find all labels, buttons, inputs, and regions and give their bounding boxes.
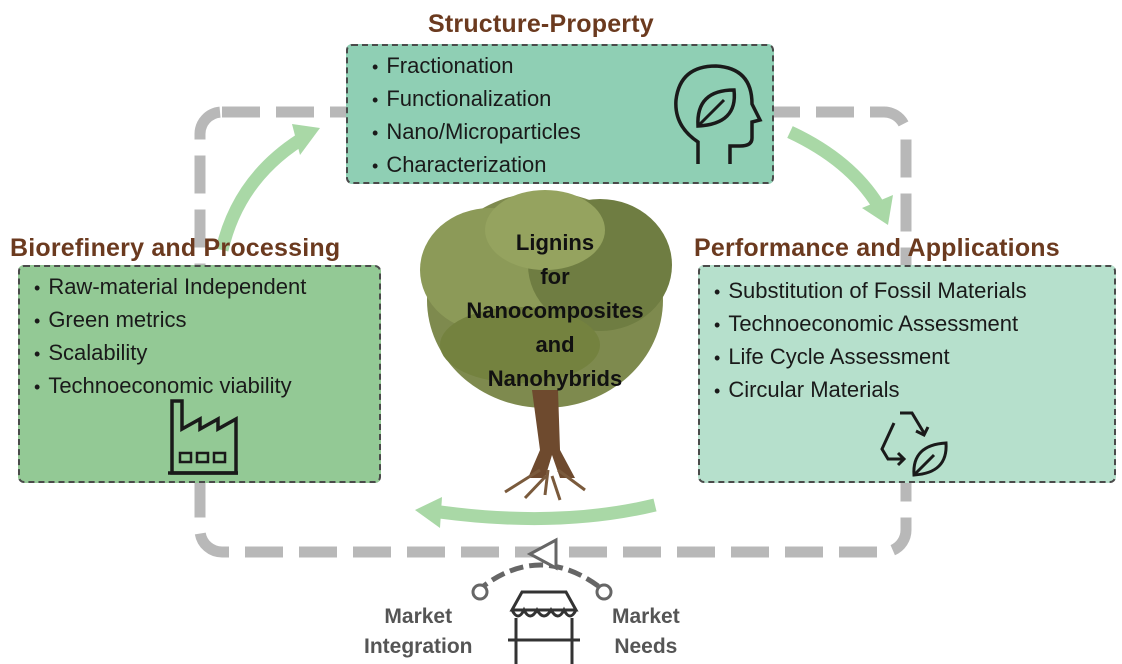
market-connector	[471, 537, 613, 601]
market-integration-line: Market	[384, 605, 453, 628]
center-title-line: Lignins	[515, 230, 595, 255]
center-title-line: Nanohybrids	[487, 366, 623, 391]
list-item: Raw-material Independent	[34, 271, 379, 304]
market-needs-line: Market	[612, 605, 680, 628]
structure-property-box: Fractionation Functionalization Nano/Mic…	[346, 44, 774, 184]
center-title-line: Nanocomposites	[466, 298, 644, 323]
list-item: Substitution of Fossil Materials	[714, 275, 1114, 308]
biorefinery-box: Raw-material Independent Green metrics S…	[18, 265, 381, 483]
center-title-line: for	[540, 264, 570, 289]
list-item: Technoeconomic viability	[34, 370, 379, 403]
biorefinery-heading: Biorefinery and Processing	[10, 234, 341, 262]
structure-property-list: Fractionation Functionalization Nano/Mic…	[372, 50, 772, 182]
list-item: Fractionation	[372, 50, 772, 83]
market-integration-line: Integration	[364, 635, 473, 658]
factory-icon	[168, 399, 238, 475]
green-arrows	[215, 124, 893, 528]
list-item: Life Cycle Assessment	[714, 341, 1114, 374]
list-item: Functionalization	[372, 83, 772, 116]
biorefinery-list: Raw-material Independent Green metrics S…	[34, 271, 379, 403]
list-item: Characterization	[372, 149, 772, 182]
performance-list: Substitution of Fossil Materials Technoe…	[714, 275, 1114, 407]
list-item: Circular Materials	[714, 374, 1114, 407]
market-stall-icon	[508, 590, 580, 664]
head-leaf-icon	[674, 64, 763, 164]
market-integration-label: Market Integration	[364, 602, 473, 662]
market-needs-label: Market Needs	[612, 602, 680, 662]
tree-image	[420, 190, 672, 501]
performance-box: Substitution of Fossil Materials Technoe…	[698, 265, 1116, 483]
list-item: Scalability	[34, 337, 379, 370]
performance-heading: Performance and Applications	[694, 234, 1060, 262]
structure-property-heading: Structure-Property	[428, 10, 654, 38]
center-title: Lignins for Nanocomposites and Nanohybri…	[430, 226, 680, 396]
list-item: Green metrics	[34, 304, 379, 337]
list-item: Nano/Microparticles	[372, 116, 772, 149]
recycle-leaf-icon	[880, 411, 948, 477]
center-title-line: and	[535, 332, 575, 357]
list-item: Technoeconomic Assessment	[714, 308, 1114, 341]
market-needs-line: Needs	[614, 635, 678, 658]
